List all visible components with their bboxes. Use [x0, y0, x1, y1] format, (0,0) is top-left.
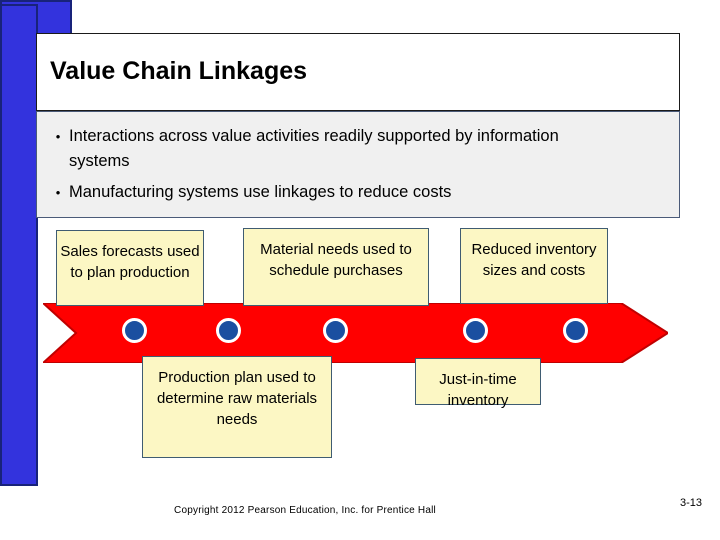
- bullet-marker-icon: •: [55, 129, 61, 144]
- bullet-marker-icon: •: [55, 185, 61, 200]
- copyright-notice: Copyright 2012 Pearson Education, Inc. f…: [174, 505, 436, 516]
- bullet-text: Manufacturing systems use linkages to re…: [69, 183, 452, 201]
- process-node-3: [323, 318, 348, 343]
- process-node-5: [563, 318, 588, 343]
- callout-reduced-inventory: Reduced inventory sizes and costs: [460, 228, 608, 304]
- bullet-text: Interactions across value activities rea…: [69, 127, 559, 170]
- page-title: Value Chain Linkages: [50, 57, 308, 86]
- decorative-blue-band-stem: [0, 4, 38, 486]
- slide-number: 3-13: [679, 497, 702, 509]
- bullet-list-panel: • Interactions across value activities r…: [36, 111, 680, 218]
- callout-production-plan: Production plan used to determine raw ma…: [142, 356, 332, 458]
- process-node-4: [463, 318, 488, 343]
- callout-jit-inventory: Just-in-time inventory: [415, 358, 541, 409]
- process-node-2: [216, 318, 241, 343]
- process-node-1: [122, 318, 147, 343]
- list-item: • Interactions across value activities r…: [47, 124, 669, 174]
- list-item: • Manufacturing systems use linkages to …: [47, 180, 669, 205]
- callout-material-needs: Material needs used to schedule purchase…: [243, 228, 429, 306]
- title-placeholder: Value Chain Linkages: [36, 33, 680, 111]
- callout-sales-forecasts: Sales forecasts used to plan production: [56, 230, 204, 306]
- process-arrow-right-icon: [43, 303, 668, 363]
